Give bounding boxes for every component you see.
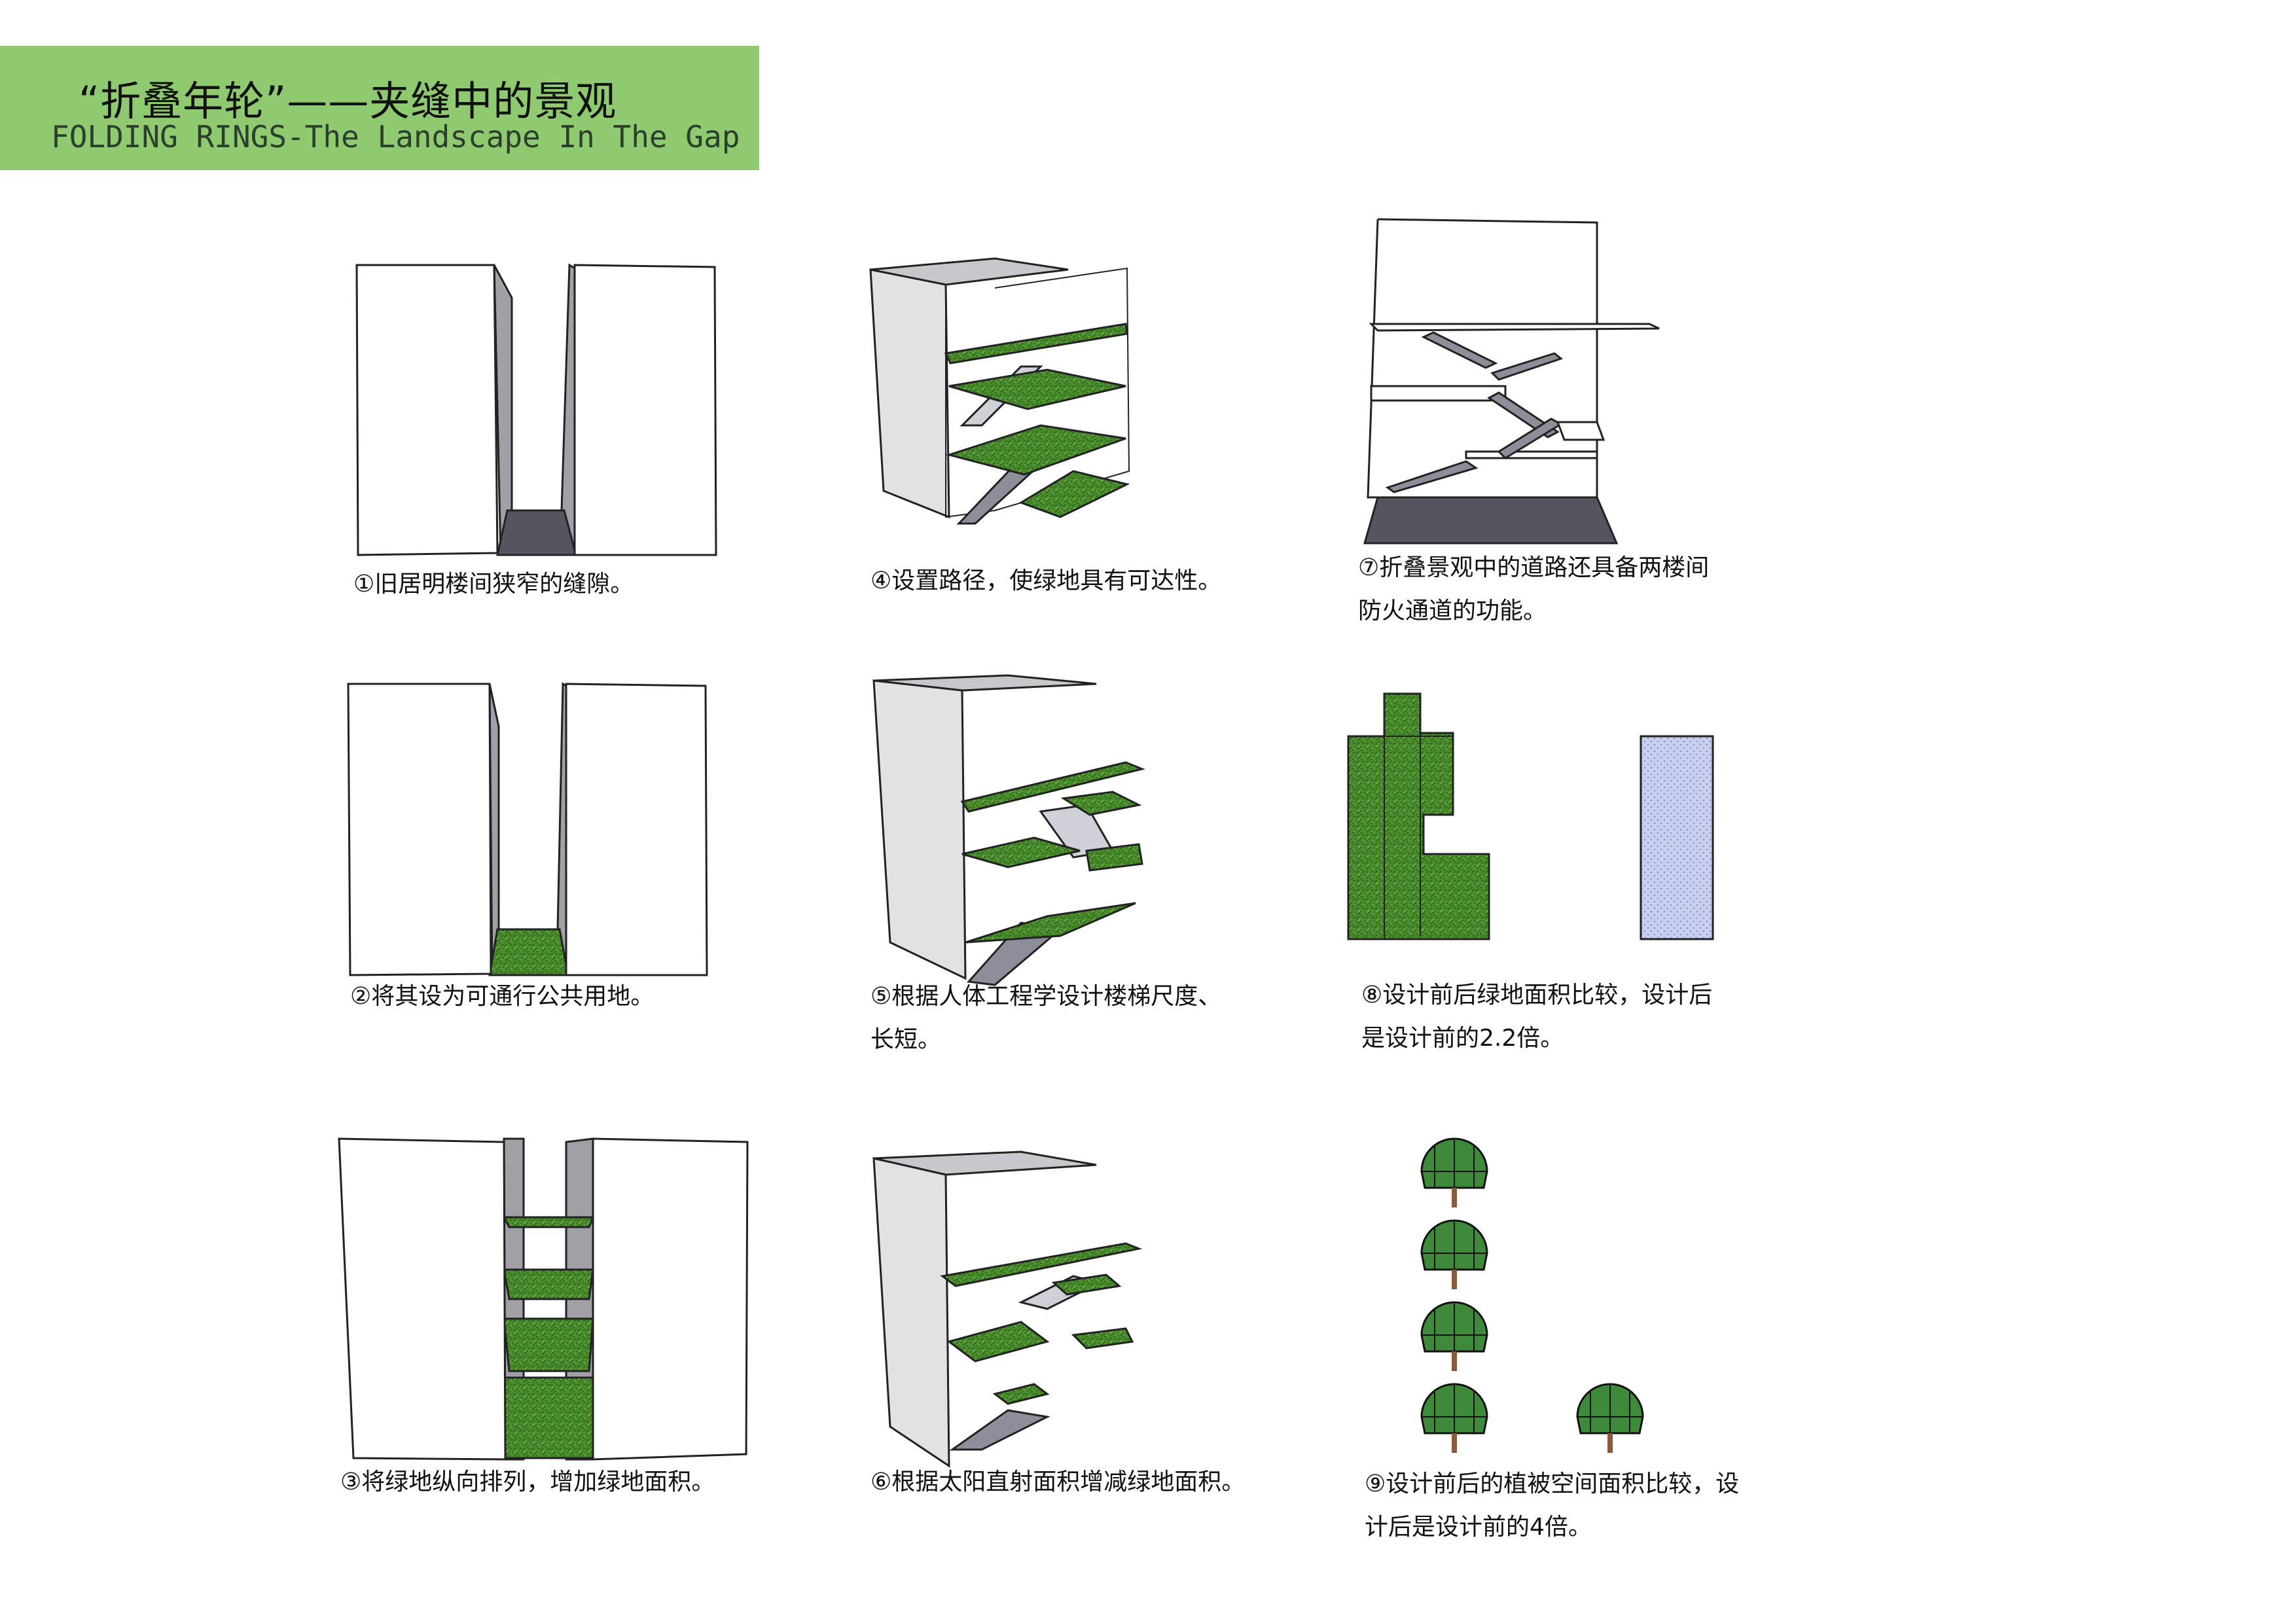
sketch-6-sunlight (872, 1150, 1143, 1468)
caption-9-line-1: ⑨设计前后的植被空间面积比较，设 (1365, 1471, 1740, 1497)
caption-7-line-2: 防火通道的功能。 (1358, 597, 1547, 624)
caption-5: ⑤根据人体工程学设计楼梯尺度、 长短。 (870, 975, 1221, 1061)
green-before-design (1640, 735, 1714, 940)
left-building (347, 683, 492, 976)
tree-after-3 (1420, 1301, 1488, 1371)
caption-3-line-1: ③将绿地纵向排列，增加绿地面积。 (340, 1469, 715, 1495)
building-side (872, 1157, 950, 1468)
sketch-7-fire-escape (1363, 218, 1660, 544)
green-strip-5 (965, 902, 1136, 944)
green-strip-2 (1060, 791, 1142, 816)
caption-5-line-2: 长短。 (870, 1026, 942, 1053)
green-level-1 (944, 323, 1128, 365)
level-plate-2 (1370, 385, 1507, 402)
green-level-3 (945, 424, 1126, 476)
title-chinese: “折叠年轮”——夹缝中的景观 (79, 77, 617, 125)
green-strip-3 (946, 1321, 1050, 1363)
caption-8-line-2: 是设计前的2.2倍。 (1361, 1025, 1564, 1052)
green-strip-4 (1085, 843, 1143, 872)
sketch-2-public-passage (347, 682, 708, 976)
stair-5 (1385, 460, 1479, 493)
caption-6-line-1: ⑥根据太阳直射面积增减绿地面积。 (870, 1469, 1246, 1495)
caption-6: ⑥根据太阳直射面积增减绿地面积。 (870, 1461, 1245, 1504)
green-after-design (1347, 692, 1490, 940)
title-english: FOLDING RINGS-The Landscape In The Gap (51, 119, 740, 154)
green-floor (488, 928, 569, 976)
level-plate-1 (1369, 323, 1660, 332)
green-strip-2 (1051, 1274, 1122, 1296)
tree-after-2 (1420, 1219, 1488, 1289)
gap-floor (496, 509, 577, 556)
green-strip-3 (961, 836, 1081, 868)
caption-5-line-1: ⑤根据人体工程学设计楼梯尺度、 (870, 983, 1222, 1010)
caption-8-line-1: ⑧设计前后绿地面积比较，设计后 (1361, 982, 1713, 1008)
caption-7-line-1: ⑦折叠景观中的道路还具备两楼间 (1358, 554, 1710, 581)
title-banner (0, 46, 759, 170)
green-level-4 (1018, 470, 1130, 518)
ramp-2 (949, 1409, 1050, 1451)
right-building (592, 1137, 749, 1461)
tree-after-4 (1420, 1383, 1488, 1453)
right-building (573, 264, 717, 556)
left-building (338, 1137, 507, 1461)
caption-3: ③将绿地纵向排列，增加绿地面积。 (340, 1461, 715, 1504)
stair-2 (1490, 352, 1564, 381)
caption-2-line-1: ②将其设为可通行公共用地。 (350, 983, 655, 1010)
sketch-4-paths (869, 257, 1130, 525)
caption-2: ②将其设为可通行公共用地。 (350, 975, 654, 1018)
green-level-2 (948, 368, 1126, 410)
building-side (872, 679, 967, 980)
sketch-8-green-area-compare (1347, 692, 1714, 940)
caption-1-line-1: ①旧居明楼间狭窄的缝隙。 (353, 571, 634, 597)
left-building (355, 264, 499, 556)
green-layer-3 (503, 1317, 594, 1372)
ground-plane (1363, 496, 1619, 544)
caption-8: ⑧设计前后绿地面积比较，设计后 是设计前的2.2倍。 (1361, 974, 1712, 1060)
green-layer-1 (502, 1216, 595, 1228)
green-strip-5 (992, 1383, 1050, 1405)
landing (1556, 421, 1605, 441)
green-layer-4 (499, 1376, 598, 1459)
caption-4: ④设置路径，使绿地具有可达性。 (870, 560, 1221, 603)
building-side (869, 268, 950, 519)
sketch-9-vegetation-compare (1420, 1137, 1644, 1453)
caption-1: ①旧居明楼间狭窄的缝隙。 (353, 563, 634, 606)
right-building (565, 683, 708, 976)
stair-1 (1421, 331, 1498, 369)
tree-before (1576, 1383, 1644, 1453)
tree-after-1 (1420, 1137, 1488, 1207)
sketch-1-narrow-gap (355, 263, 717, 556)
green-strip-4 (1071, 1327, 1134, 1349)
green-layer-2 (503, 1268, 594, 1300)
sketch-3-stacked-green (338, 1137, 749, 1461)
green-strip-1 (940, 1242, 1143, 1287)
level-plate-3 (1465, 450, 1598, 459)
caption-9-line-2: 计后是设计前的4倍。 (1365, 1514, 1592, 1541)
green-strip-1 (960, 761, 1145, 813)
caption-4-line-1: ④设置路径，使绿地具有可达性。 (870, 567, 1222, 594)
sketch-5-stairs (872, 674, 1145, 986)
caption-9: ⑨设计前后的植被空间面积比较，设 计后是设计前的4倍。 (1365, 1463, 1739, 1549)
caption-7: ⑦折叠景观中的道路还具备两楼间 防火通道的功能。 (1358, 546, 1709, 633)
